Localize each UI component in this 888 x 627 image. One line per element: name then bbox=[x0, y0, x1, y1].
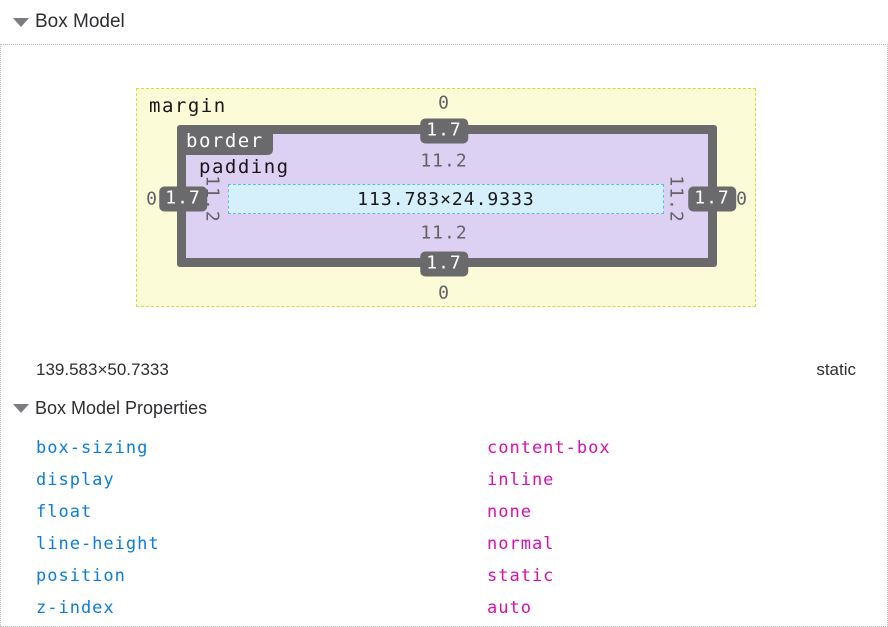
padding-bottom-value[interactable]: 11.2 bbox=[420, 222, 468, 244]
padding-left-value[interactable]: 11.2 bbox=[201, 175, 223, 223]
table-row: float none bbox=[36, 496, 856, 528]
element-position: static bbox=[816, 360, 856, 379]
content-region[interactable]: 113.783×24.9333 bbox=[228, 184, 664, 214]
border-left-value[interactable]: 1.7 bbox=[159, 186, 207, 212]
margin-left-value[interactable]: 0 bbox=[146, 188, 158, 210]
margin-right-value[interactable]: 0 bbox=[736, 188, 748, 210]
section-title: Box Model Properties bbox=[35, 398, 208, 418]
border-top-value[interactable]: 1.7 bbox=[420, 118, 468, 144]
table-row: line-height normal bbox=[36, 528, 856, 560]
property-value: normal bbox=[487, 534, 555, 554]
table-row: z-index auto bbox=[36, 592, 856, 624]
margin-bottom-value[interactable]: 0 bbox=[438, 282, 450, 304]
property-name: z-index bbox=[36, 598, 115, 618]
chevron-down-icon[interactable] bbox=[13, 404, 29, 413]
table-row: position static bbox=[36, 560, 856, 592]
margin-label: margin bbox=[149, 95, 227, 117]
border-label: border bbox=[177, 129, 273, 155]
properties-list: box-sizing content-box display inline fl… bbox=[36, 432, 856, 624]
border-bottom-value[interactable]: 1.7 bbox=[420, 251, 468, 277]
property-value: static bbox=[487, 566, 555, 586]
property-name: position bbox=[36, 566, 126, 586]
property-value: auto bbox=[487, 598, 532, 618]
property-value: inline bbox=[487, 470, 555, 490]
property-name: float bbox=[36, 502, 93, 522]
padding-top-value[interactable]: 11.2 bbox=[420, 150, 468, 172]
element-dimensions: 139.583×50.7333 bbox=[36, 360, 169, 379]
box-model-diagram: 113.783×24.9333 margin border padding 0 … bbox=[136, 88, 756, 307]
property-name: box-sizing bbox=[36, 438, 149, 458]
padding-label: padding bbox=[199, 156, 290, 178]
property-value: content-box bbox=[487, 438, 611, 458]
chevron-down-icon[interactable] bbox=[13, 17, 29, 27]
table-row: box-sizing content-box bbox=[36, 432, 856, 464]
content-dimensions: 113.783×24.9333 bbox=[357, 188, 535, 210]
margin-top-value[interactable]: 0 bbox=[438, 92, 450, 114]
property-value: none bbox=[487, 502, 532, 522]
property-name: display bbox=[36, 470, 115, 490]
table-row: display inline bbox=[36, 464, 856, 496]
property-name: line-height bbox=[36, 534, 160, 554]
page-title: Box Model bbox=[35, 11, 125, 32]
padding-right-value[interactable]: 11.2 bbox=[665, 175, 687, 223]
box-model-header[interactable]: Box Model bbox=[0, 0, 888, 44]
border-right-value[interactable]: 1.7 bbox=[688, 186, 736, 212]
box-model-properties-header[interactable]: Box Model Properties bbox=[0, 398, 207, 419]
